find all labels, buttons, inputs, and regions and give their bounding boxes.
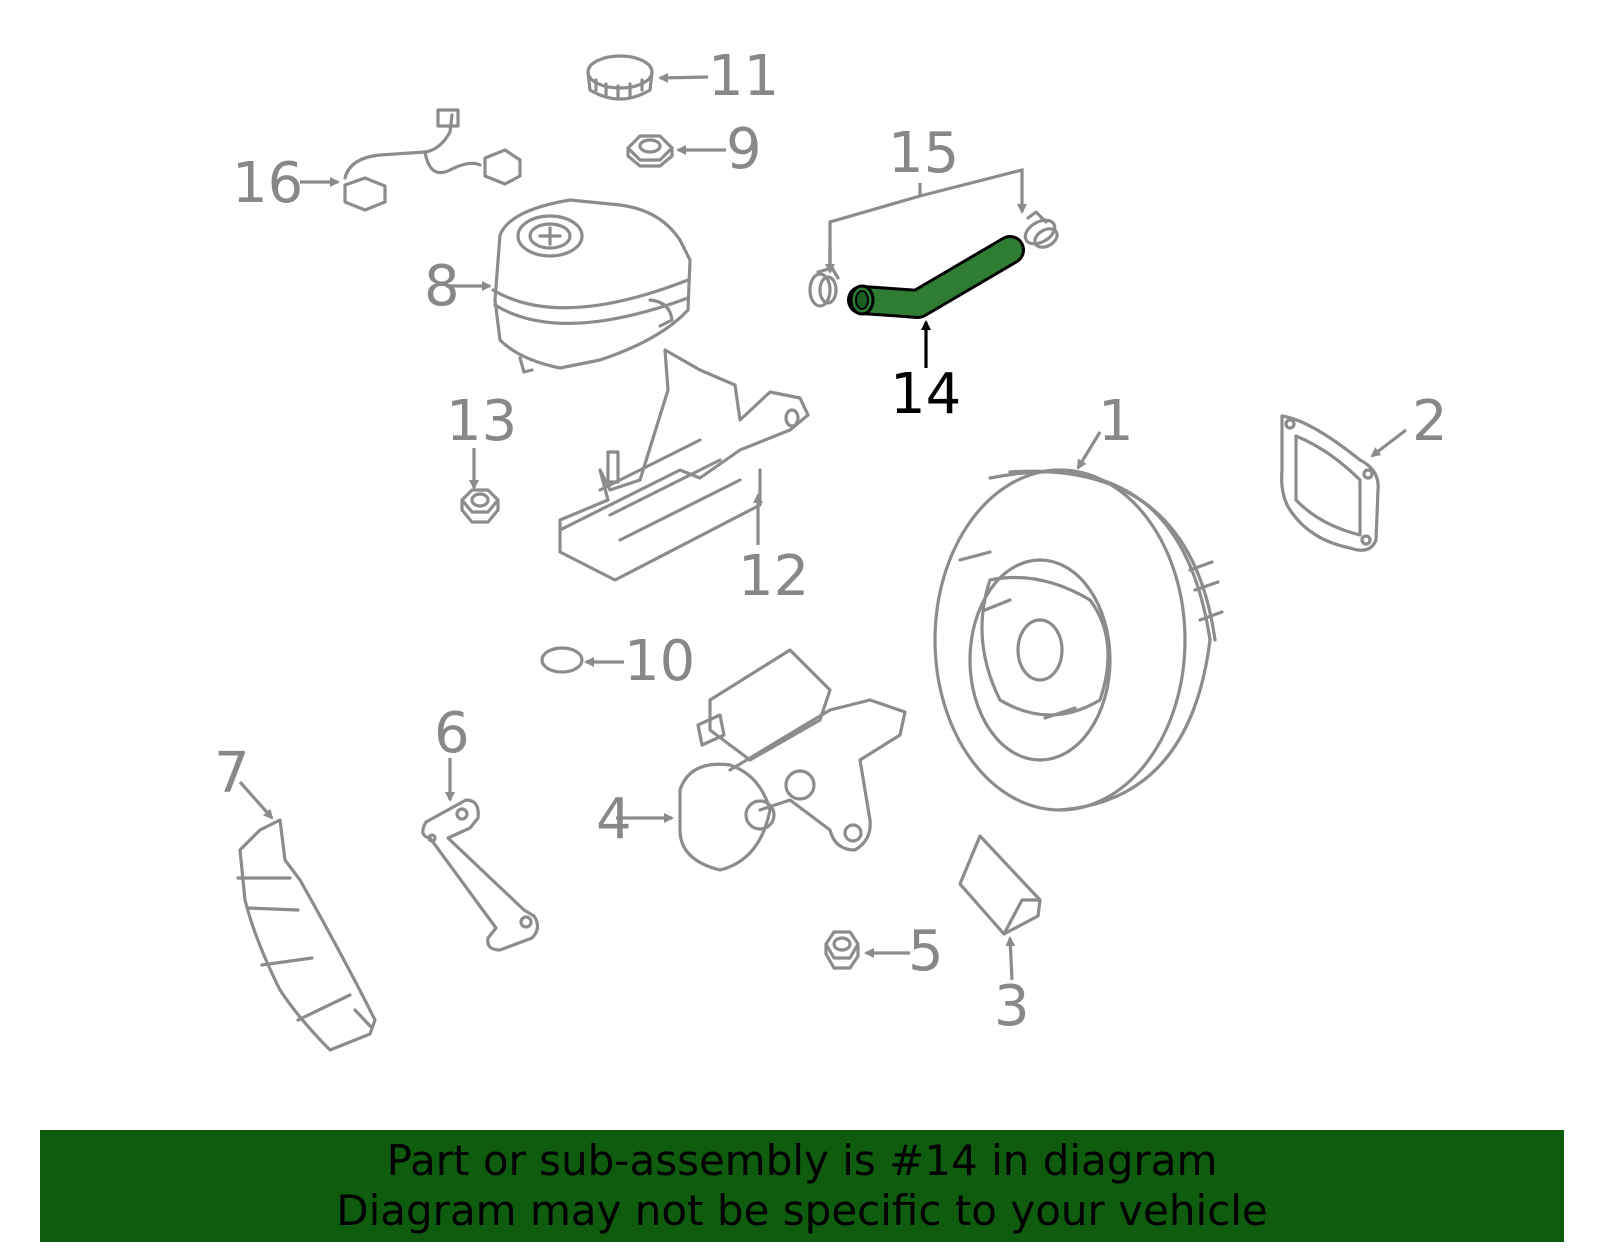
callout-13: 13 — [446, 389, 517, 454]
callout-14: 14 — [890, 362, 961, 427]
lever-bracket-part — [421, 798, 540, 952]
master-cylinder-part — [678, 648, 907, 872]
gasket-part — [1280, 414, 1380, 552]
callout-11: 11 — [708, 44, 779, 109]
callout-8: 8 — [424, 254, 460, 319]
callout-5: 5 — [908, 919, 944, 984]
hose-clamp-left-part — [808, 266, 840, 308]
callout-9: 9 — [726, 117, 762, 182]
trim-cover-part — [236, 818, 377, 1052]
callout-10: 10 — [624, 629, 695, 694]
banner-line-part-number: Part or sub-assembly is #14 in diagram — [386, 1136, 1218, 1185]
hose-clamp-right-part — [1023, 210, 1059, 249]
callout-3: 3 — [994, 974, 1030, 1039]
nut-5-part — [824, 930, 860, 970]
o-ring-part — [540, 646, 584, 674]
banner-line-disclaimer: Diagram may not be specific to your vehi… — [336, 1186, 1268, 1235]
wiring-harness-part — [343, 108, 522, 212]
pad-part — [958, 834, 1042, 936]
nut-13-part — [460, 488, 500, 524]
callout-4: 4 — [596, 787, 632, 852]
reservoir-cap-part — [586, 54, 654, 101]
callout-16: 16 — [232, 151, 303, 216]
callout-15: 15 — [888, 121, 959, 186]
callout-7: 7 — [214, 741, 250, 806]
brake-booster-part — [933, 468, 1224, 812]
callout-12: 12 — [738, 544, 809, 609]
callout-6: 6 — [434, 701, 470, 766]
vacuum-hose-part-highlighted — [847, 235, 1025, 319]
brake-fluid-reservoir-part — [491, 198, 692, 374]
nut-9-part — [626, 134, 674, 168]
callout-2: 2 — [1412, 389, 1448, 454]
callout-1: 1 — [1098, 389, 1134, 454]
part-info-banner: Part or sub-assembly is #14 in diagram D… — [40, 1130, 1564, 1242]
